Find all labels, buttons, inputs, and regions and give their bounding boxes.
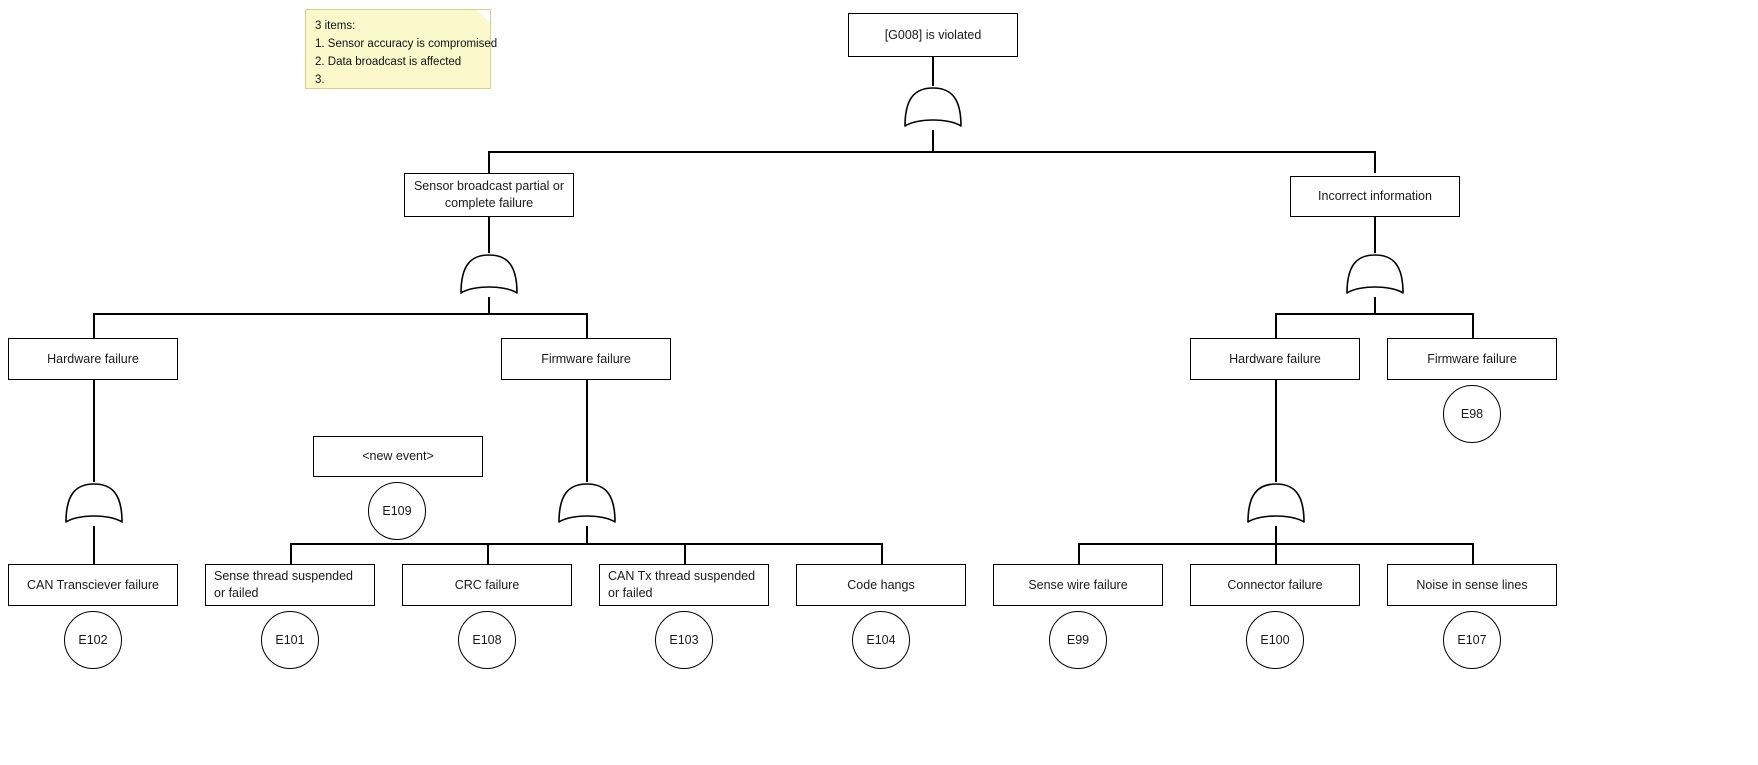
event-e109[interactable]: E109	[368, 482, 426, 540]
node-new-event-label: <new event>	[362, 449, 434, 464]
event-e103-label: E103	[669, 633, 699, 647]
note-fold-icon	[477, 10, 490, 23]
node-incorrect-information[interactable]: Incorrect information	[1290, 176, 1460, 217]
edge-left-fw-to-gate	[586, 380, 588, 482]
bus-left-level-2	[93, 313, 586, 315]
bus-right-level-2	[1275, 313, 1473, 315]
edge-bus-to-code-hangs	[881, 543, 883, 564]
edge-root-to-gate	[932, 57, 934, 86]
node-crc-failure-label: CRC failure	[454, 577, 520, 592]
edge-bus-to-left-hw	[93, 313, 95, 338]
edge-bus-to-right-fw	[1472, 313, 1474, 338]
node-sense-wire-failure-label: Sense wire failure	[1028, 577, 1128, 592]
edge-bus-to-right-hw	[1275, 313, 1277, 338]
sticky-note[interactable]: 3 items: 1. Sensor accuracy is compromis…	[305, 9, 498, 89]
edge-rightgate-down	[1374, 297, 1376, 314]
edge-bus-to-can-tx	[684, 543, 686, 564]
bus-level-1	[488, 151, 1376, 153]
event-e98-label: E98	[1460, 407, 1484, 421]
event-e107-label: E107	[1457, 633, 1487, 647]
event-e108-label: E108	[472, 633, 502, 647]
event-e104[interactable]: E104	[852, 611, 910, 669]
edge-bus-to-noise	[1472, 543, 1474, 564]
note-item-2: 2. Data broadcast is affected	[315, 56, 462, 69]
edge-bus-to-left-fw	[586, 313, 588, 338]
event-e107[interactable]: E107	[1443, 611, 1501, 669]
edge-left-hw-gate-down	[93, 526, 95, 564]
gate-left-firmware[interactable]	[557, 482, 617, 528]
node-connector-failure-label: Connector failure	[1227, 577, 1323, 592]
node-can-tx-thread-suspended[interactable]: CAN Tx thread suspended or failed	[599, 564, 769, 606]
edge-left-branch-to-gate	[488, 217, 490, 253]
bus-left-fw-children	[290, 543, 882, 545]
edge-left-fw-gate-down	[586, 526, 588, 544]
event-e103[interactable]: E103	[655, 611, 713, 669]
event-e102[interactable]: E102	[64, 611, 122, 669]
edge-bus-to-sense-wire	[1078, 543, 1080, 564]
node-root[interactable]: [G008] is violated	[848, 13, 1018, 57]
node-left-hardware-failure[interactable]: Hardware failure	[8, 338, 178, 380]
event-e101-label: E101	[275, 633, 305, 647]
edge-bus-to-connector	[1275, 543, 1277, 564]
gate-right-branch[interactable]	[1345, 253, 1405, 299]
event-e109-label: E109	[382, 504, 412, 518]
note-header: 3 items:	[315, 20, 356, 32]
node-noise-in-sense-lines-label: Noise in sense lines	[1416, 577, 1528, 592]
edge-leftgate-down	[488, 297, 490, 314]
node-can-transceiver-failure-label: CAN Transciever failure	[27, 577, 159, 592]
node-incorrect-information-label: Incorrect information	[1318, 189, 1432, 204]
gate-left-branch[interactable]	[459, 253, 519, 299]
node-left-hardware-failure-label: Hardware failure	[47, 351, 139, 366]
edge-right-hw-to-gate	[1275, 380, 1277, 482]
edge-bus-to-sense-thread	[290, 543, 292, 564]
node-new-event[interactable]: <new event>	[313, 436, 483, 477]
edge-bus-to-left-branch	[488, 151, 490, 173]
gate-left-hardware[interactable]	[64, 482, 124, 528]
event-e108[interactable]: E108	[458, 611, 516, 669]
event-e104-label: E104	[866, 633, 896, 647]
node-can-transceiver-failure[interactable]: CAN Transciever failure	[8, 564, 178, 606]
node-crc-failure[interactable]: CRC failure	[402, 564, 572, 606]
node-can-tx-thread-suspended-label: CAN Tx thread suspended or failed	[608, 569, 756, 600]
edge-rootgate-down	[932, 130, 934, 152]
node-right-firmware-failure-label: Firmware failure	[1427, 351, 1517, 366]
edge-left-hw-to-gate	[93, 380, 95, 482]
edge-right-branch-to-gate	[1374, 217, 1376, 253]
event-e101[interactable]: E101	[261, 611, 319, 669]
node-right-firmware-failure[interactable]: Firmware failure	[1387, 338, 1557, 380]
node-code-hangs-label: Code hangs	[847, 577, 915, 592]
node-sensor-broadcast-failure[interactable]: Sensor broadcast partial or complete fai…	[404, 173, 574, 217]
node-right-hardware-failure[interactable]: Hardware failure	[1190, 338, 1360, 380]
node-noise-in-sense-lines[interactable]: Noise in sense lines	[1387, 564, 1557, 606]
event-e100-label: E100	[1260, 633, 1290, 647]
event-e99[interactable]: E99	[1049, 611, 1107, 669]
node-sense-thread-suspended-label: Sense thread suspended or failed	[214, 569, 353, 600]
node-sense-thread-suspended[interactable]: Sense thread suspended or failed	[205, 564, 375, 606]
edge-bus-to-right-branch	[1374, 151, 1376, 173]
event-e98[interactable]: E98	[1443, 385, 1501, 443]
note-item-1: 1. Sensor accuracy is compromised	[315, 38, 498, 51]
node-connector-failure[interactable]: Connector failure	[1190, 564, 1360, 606]
event-e102-label: E102	[78, 633, 108, 647]
node-left-firmware-failure[interactable]: Firmware failure	[501, 338, 671, 380]
event-e99-label: E99	[1066, 633, 1090, 647]
node-sensor-broadcast-failure-label: Sensor broadcast partial or complete fai…	[413, 179, 565, 210]
edge-right-hw-gate-down	[1275, 526, 1277, 544]
gate-root[interactable]	[903, 86, 963, 132]
node-sense-wire-failure[interactable]: Sense wire failure	[993, 564, 1163, 606]
note-item-3: 3.	[315, 74, 325, 87]
gate-right-hardware[interactable]	[1246, 482, 1306, 528]
node-root-label: [G008] is violated	[884, 27, 982, 42]
node-right-hardware-failure-label: Hardware failure	[1229, 351, 1321, 366]
node-code-hangs[interactable]: Code hangs	[796, 564, 966, 606]
event-e100[interactable]: E100	[1246, 611, 1304, 669]
edge-bus-to-crc	[487, 543, 489, 564]
node-left-firmware-failure-label: Firmware failure	[541, 351, 631, 366]
